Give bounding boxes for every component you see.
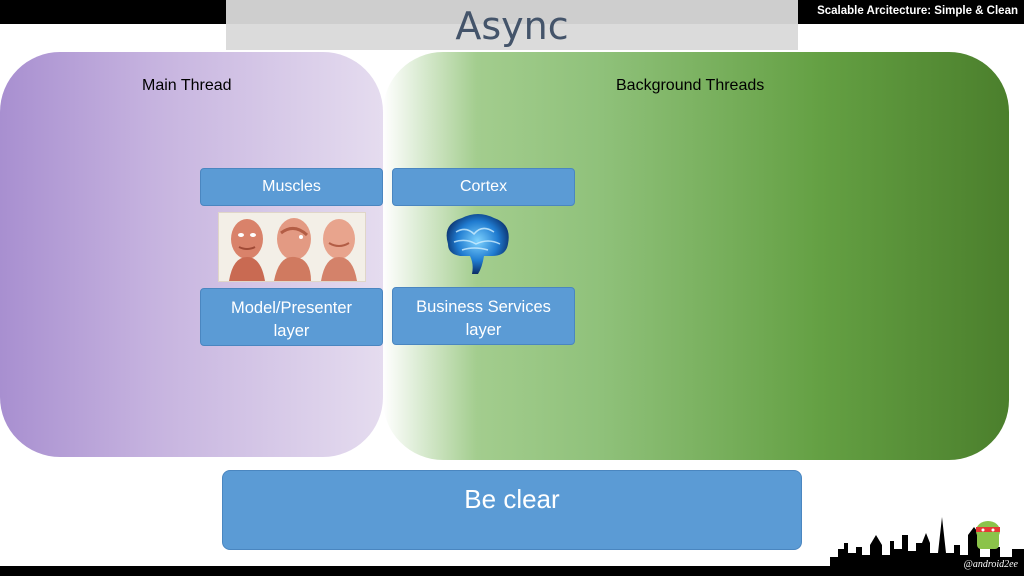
background-threads-label: Background Threads — [616, 77, 765, 94]
title-box — [226, 0, 798, 50]
cortex-chip: Cortex — [392, 168, 575, 206]
slide-title: Async — [455, 4, 569, 48]
bottom-bar — [0, 566, 1024, 576]
brain-image — [438, 210, 514, 276]
muscles-chip: Muscles — [200, 168, 383, 206]
be-clear-banner: Be clear — [222, 470, 802, 550]
business-services-line1: Business Services — [416, 298, 551, 316]
model-presenter-line1: Model/Presenter — [230, 299, 353, 317]
main-thread-label: Main Thread — [142, 77, 232, 94]
model-presenter-line2: layer — [273, 322, 310, 340]
skyline-image — [830, 505, 1024, 569]
muscles-image — [218, 212, 366, 282]
business-services-chip: Business Services layer — [392, 287, 575, 345]
model-presenter-chip: Model/Presenter layer — [200, 288, 383, 346]
business-services-line2: layer — [465, 321, 502, 339]
presentation-title: Scalable Arcitecture: Simple & Clean — [817, 5, 1018, 17]
author-handle: @android2ee — [963, 559, 1018, 570]
